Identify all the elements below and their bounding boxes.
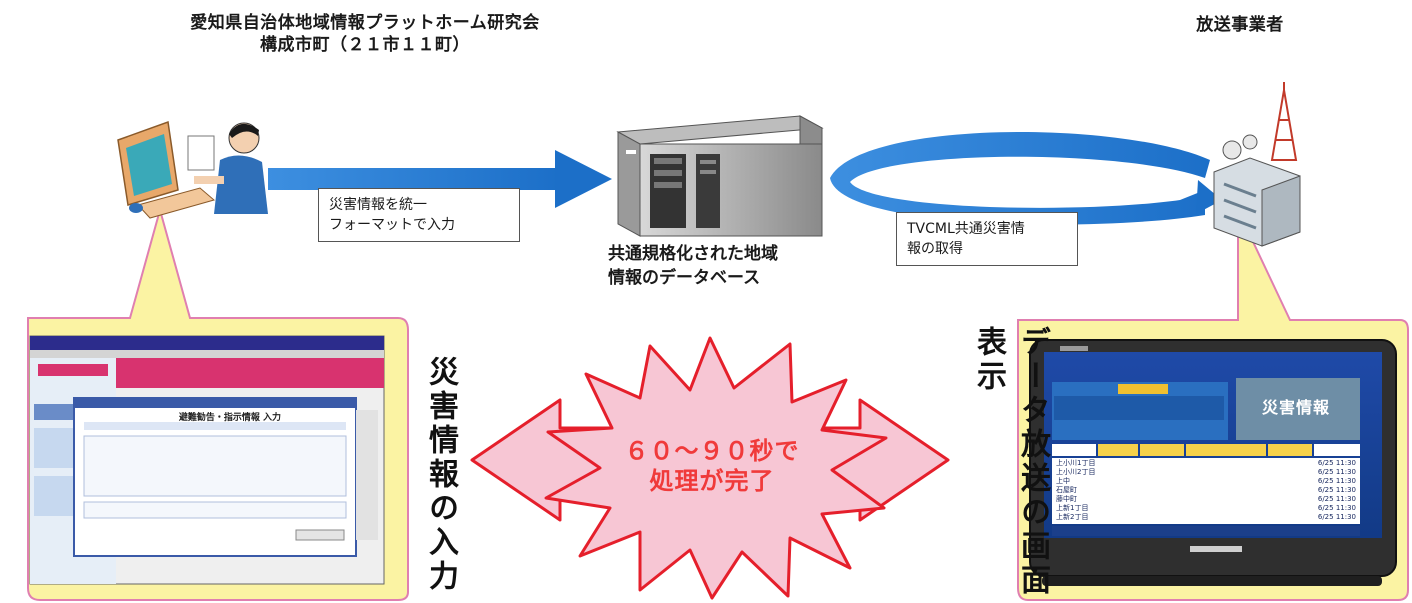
fetch-flow-arrow [830, 131, 1222, 225]
database-server-icon [616, 115, 824, 237]
input-label-box: 災害情報を統一 フォーマットで入力 [318, 188, 520, 242]
broadcaster-title: 放送事業者 [1196, 15, 1284, 35]
broadcaster-building-icon [1213, 82, 1301, 247]
processing-time-line1: ６０～９０秒で [624, 437, 800, 465]
org-title: 愛知県自治体地域情報プラットホーム研究会 構成市町（２１市１１町） [150, 12, 580, 56]
input-label-line2: フォーマットで入力 [329, 217, 455, 233]
input-flow-arrow [268, 150, 612, 208]
left-vertical-caption: 災害情報の入力 [423, 356, 458, 594]
right-vertical-caption: データ放送の画面表示 [971, 326, 1050, 598]
database-caption-line1: 共通規格化された地域 [608, 244, 778, 264]
tv-disaster-banner: 災害情報 [1262, 398, 1331, 417]
fetch-label-line2: 報の取得 [907, 241, 963, 257]
org-name: 愛知県自治体地域情報プラットホーム研究会 [190, 13, 540, 33]
database-caption-line2: 情報のデータベース [608, 268, 761, 288]
fetch-label-line1: TVCML共通災害情 [907, 221, 1025, 237]
processing-time-text: ６０～９０秒で 処理が完了 [614, 436, 810, 496]
tv-set [1029, 339, 1397, 586]
input-form-screenshot [29, 335, 385, 585]
processing-time-line2: 処理が完了 [649, 467, 775, 495]
input-label-line1: 災害情報を統一 [329, 197, 427, 213]
form-window-title: 避難勧告・指示情報 入力 [178, 413, 282, 423]
database-caption: 共通規格化された地域 情報のデータベース [608, 242, 828, 290]
org-members: 構成市町（２１市１１町） [260, 35, 470, 55]
operator-icon [117, 120, 268, 219]
fetch-label-box: TVCML共通災害情 報の取得 [896, 212, 1078, 266]
processing-time-starburst [544, 336, 888, 600]
